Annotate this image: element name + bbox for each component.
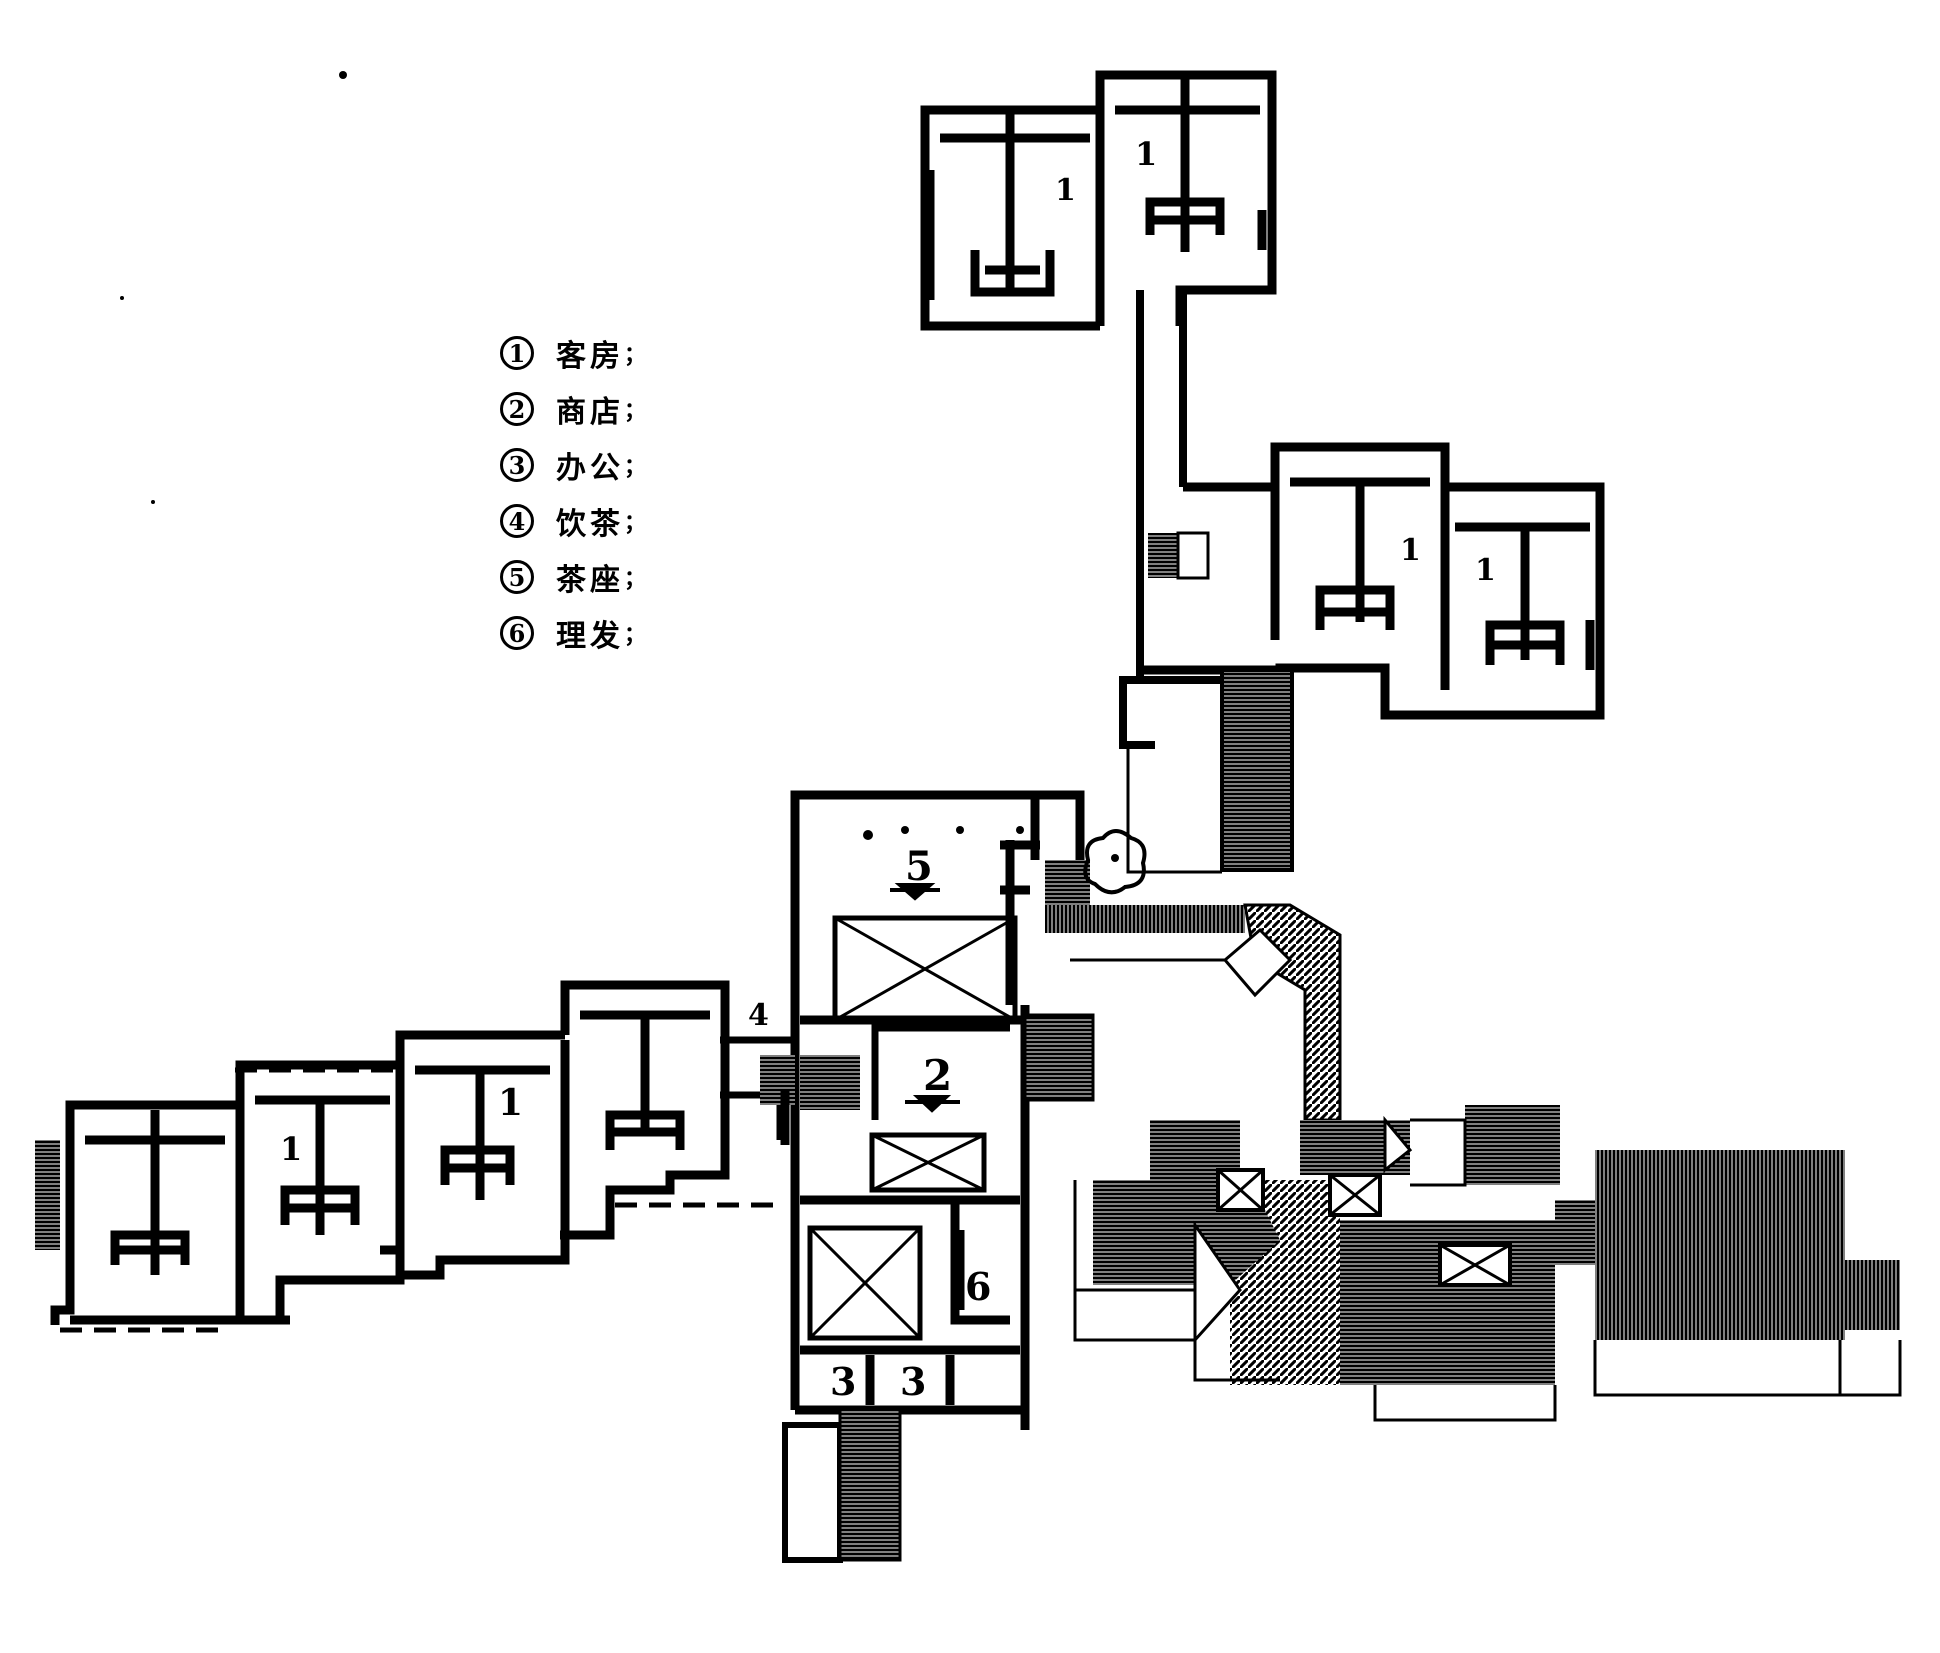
shop-wall — [871, 1024, 1010, 1120]
legend-item-guest-room: 1 客房 ； — [500, 325, 646, 381]
tea-seating-block — [790, 790, 1085, 1005]
pavilion-notch — [1383, 1115, 1413, 1174]
room-label-guest-room: 1 — [1475, 553, 1496, 588]
stair-north — [1148, 533, 1178, 578]
room-label-tea-drinking: 4 — [748, 998, 769, 1033]
legend-number: 3 — [500, 448, 534, 482]
stray-dots — [120, 71, 347, 504]
legend-separator: ； — [624, 566, 647, 592]
legend-separator: ； — [624, 342, 647, 368]
legend-item-tea-seating: 5 茶座 ； — [500, 549, 646, 605]
stair-tea-drinking — [760, 1055, 795, 1105]
room-label-guest-room: 1 — [1135, 135, 1157, 173]
stair-south-landing — [782, 1422, 843, 1563]
room-label-office: 3 — [900, 1359, 926, 1404]
stair-south — [838, 1408, 902, 1562]
tree-symbol — [1083, 829, 1147, 895]
legend-separator: ； — [624, 510, 647, 536]
void-x — [834, 916, 1016, 1022]
stair-shop — [800, 1055, 860, 1110]
stair-tea-seating — [1045, 860, 1090, 905]
legend-number: 5 — [500, 560, 534, 594]
entrance-arrows — [890, 883, 960, 1113]
void-x — [871, 1133, 985, 1192]
legend-label: 茶座 — [556, 563, 624, 598]
void-x — [808, 1226, 922, 1340]
room-label-guest-room: 1 — [1400, 533, 1421, 568]
legend-item-office: 3 办公 ； — [500, 437, 646, 493]
legend-label: 理发 — [556, 619, 624, 654]
legend-label: 商店 — [556, 395, 624, 430]
ramp-vertical — [1220, 668, 1294, 872]
room-label-office: 3 — [830, 1359, 856, 1404]
guest-room-block-mid — [1140, 442, 1605, 720]
room-label-guest-room: 1 — [498, 1082, 523, 1124]
pavilion-void-x — [1217, 1168, 1511, 1287]
void-office — [807, 1225, 923, 1341]
corridor-north — [1119, 290, 1220, 749]
room-labels: 1 1 1 1 1 1 2 3 3 4 5 6 — [280, 135, 1496, 1404]
guest-room-block-west — [50, 980, 790, 1325]
legend-item-barber: 6 理发 ； — [500, 605, 646, 661]
legend-separator: ； — [624, 454, 647, 480]
room-label-tea-seating: 5 — [905, 843, 933, 890]
legend-separator: ； — [624, 622, 647, 648]
guest-room-block-top — [920, 70, 1277, 331]
stair-east-shop — [1023, 1013, 1095, 1102]
pavilion-east — [1093, 1105, 1900, 1385]
legend-label: 办公 — [556, 451, 624, 486]
ramp-edge — [1126, 745, 1222, 874]
tree-dot — [1111, 854, 1119, 862]
room-label-shop: 2 — [923, 1051, 952, 1100]
legend-number: 2 — [500, 392, 534, 426]
legend-number: 1 — [500, 336, 534, 370]
legend-label: 饮茶 — [556, 507, 624, 542]
central-block — [790, 960, 1030, 1430]
walkway-central — [1045, 905, 1245, 933]
legend-number: 6 — [500, 616, 534, 650]
legend-item-shop: 2 商店 ； — [500, 381, 646, 437]
legend-item-tea-drinking: 4 饮茶 ； — [500, 493, 646, 549]
legend-number: 4 — [500, 504, 534, 538]
room-label-guest-room: 1 — [280, 1130, 302, 1168]
stair-north-landing — [1176, 531, 1210, 580]
room-label-barber: 6 — [965, 1264, 991, 1309]
pavilion-notch — [1193, 1220, 1242, 1344]
room-label-guest-room: 1 — [1055, 173, 1076, 208]
legend-label: 客房 — [556, 339, 624, 374]
legend: 1 客房 ； 2 商店 ； 3 办公 ； 4 饮茶 ； 5 茶座 ； 6 理发 … — [500, 325, 646, 661]
stair-west-end — [35, 1140, 60, 1250]
void-shop — [869, 1132, 987, 1193]
tea-seating-dots — [863, 826, 1024, 840]
void-tea-seating — [832, 915, 1018, 1023]
connector-stub — [1222, 927, 1293, 998]
legend-separator: ； — [624, 398, 647, 424]
